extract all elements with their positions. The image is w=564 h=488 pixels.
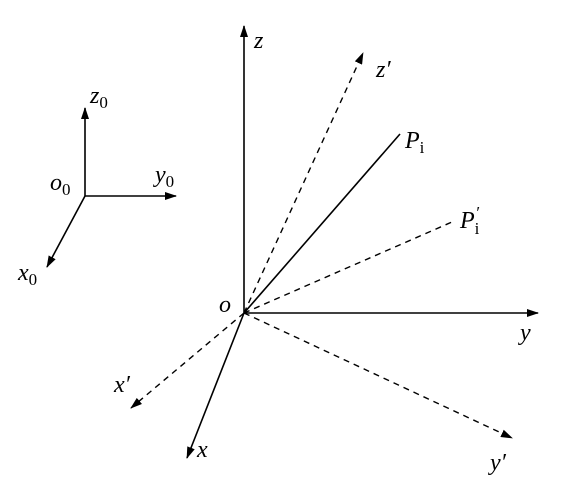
p-i-prime-label: Pi′ xyxy=(459,203,480,238)
ref-x-axis xyxy=(46,195,86,268)
x-axis xyxy=(186,312,245,459)
x-prime-axis xyxy=(130,312,245,409)
origin-label: o xyxy=(219,292,231,318)
rotated-frame: z′ y′ x′ Pi′ xyxy=(113,52,513,476)
y-label: y xyxy=(518,320,531,346)
ref-x-label: x0 xyxy=(17,260,37,289)
z-prime-axis xyxy=(243,52,364,314)
y-prime-axis xyxy=(243,312,513,439)
p-i-label: Pi xyxy=(404,128,425,157)
y-prime-label: y′ xyxy=(488,450,507,476)
z-prime-label: z′ xyxy=(375,57,391,83)
z-label: z xyxy=(253,28,264,54)
p-i-line xyxy=(243,133,401,314)
ref-y-label: y0 xyxy=(153,162,174,191)
main-frame: z o y x Pi xyxy=(186,25,539,463)
p-i-prime-line xyxy=(243,221,453,314)
x-label: x xyxy=(196,437,208,463)
ref-origin-label: o0 xyxy=(50,170,71,199)
ref-z-label: z0 xyxy=(89,83,108,112)
x-prime-label: x′ xyxy=(113,372,131,398)
reference-frame: z0 o0 y0 x0 xyxy=(17,83,177,289)
